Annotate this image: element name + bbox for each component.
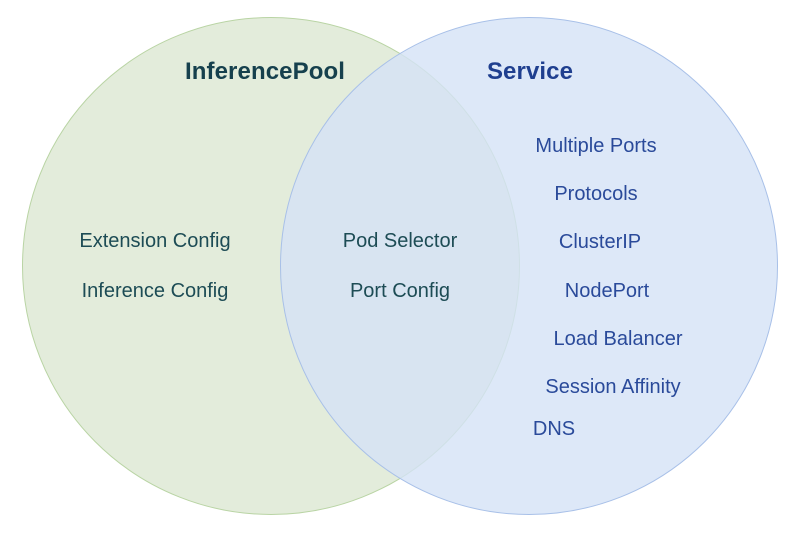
right-item-nodeport: NodePort [564,280,650,302]
right-item-dns: DNS [532,418,576,440]
right-item-session-affinity: Session Affinity [545,376,681,398]
right-item-clusterip: ClusterIP [558,231,642,253]
right-item-load-balancer: Load Balancer [553,328,683,350]
left-item-inference-config: Inference Config [81,280,229,302]
intersection-item-pod-selector: Pod Selector [342,230,458,252]
inferencepool-title: InferencePool [184,58,346,85]
service-circle [280,17,778,515]
intersection-item-port-config: Port Config [349,280,451,302]
left-item-extension-config: Extension Config [79,230,231,252]
right-item-multiple-ports: Multiple Ports [535,135,657,157]
right-item-protocols: Protocols [554,183,638,205]
service-title: Service [486,58,574,85]
